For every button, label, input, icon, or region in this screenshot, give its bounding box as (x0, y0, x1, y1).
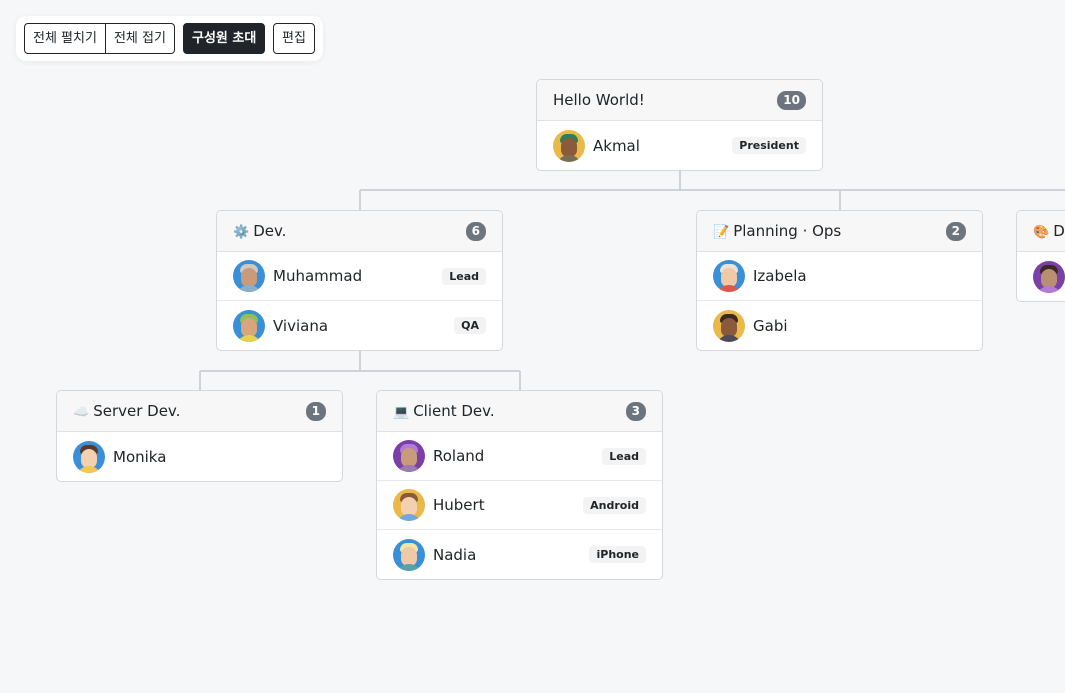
avatar (393, 489, 425, 521)
avatar (73, 440, 105, 473)
member-row[interactable]: Izabela (697, 252, 982, 301)
member-count-badge: 1 (305, 401, 326, 421)
team-header[interactable]: ⚙️Dev. 6 (217, 211, 502, 252)
member-name: Nadia (433, 545, 477, 564)
team-header[interactable]: Hello World! 10 (537, 80, 822, 121)
team-header[interactable]: ☁️Server Dev. 1 (57, 391, 342, 432)
member-name: Viviana (273, 316, 329, 335)
role-badge: Lead (442, 267, 486, 285)
member-count-badge: 6 (465, 221, 486, 241)
team-name: 📝Planning · Ops (713, 222, 842, 240)
laptop-icon: 💻 (393, 405, 410, 420)
member-row[interactable]: Akmal President (537, 121, 822, 170)
team-name: Hello World! (553, 91, 645, 109)
member-name: Monika (113, 447, 167, 466)
avatar (393, 440, 425, 472)
member-row[interactable]: Muhammad Lead (217, 252, 502, 301)
team-name: 🎨De (1033, 222, 1065, 240)
avatar (713, 260, 745, 292)
member-count-badge: 2 (945, 221, 966, 241)
expand-all-button[interactable]: 전체 펼치기 (24, 23, 106, 54)
member-count-badge: 10 (777, 90, 806, 110)
avatar (713, 309, 745, 342)
avatar (1033, 260, 1065, 293)
member-name: Gabi (753, 316, 788, 335)
team-card-server-dev[interactable]: ☁️Server Dev. 1 Monika (56, 390, 343, 482)
member-count-badge: 3 (625, 401, 646, 421)
team-card-planning[interactable]: 📝Planning · Ops 2 Izabela Gabi (696, 210, 983, 351)
avatar (233, 260, 265, 292)
expand-collapse-group: 전체 펼치기 전체 접기 (24, 23, 175, 54)
gear-icon: ⚙️ (233, 225, 250, 240)
team-name: ☁️Server Dev. (73, 402, 181, 420)
member-name: Muhammad (273, 267, 363, 285)
member-name: Roland (433, 447, 485, 465)
role-badge: QA (454, 317, 486, 334)
member-name: Izabela (753, 267, 807, 285)
memo-icon: 📝 (713, 225, 730, 240)
edit-button[interactable]: 편집 (273, 23, 315, 54)
team-name: ⚙️Dev. (233, 222, 287, 240)
member-row[interactable]: Monika (57, 432, 342, 481)
collapse-all-button[interactable]: 전체 접기 (105, 23, 175, 54)
team-card-client-dev[interactable]: 💻Client Dev. 3 Roland Lead Hubert Androi… (376, 390, 663, 580)
member-row[interactable]: Nadia iPhone (377, 530, 662, 579)
role-badge: President (732, 137, 806, 154)
team-header[interactable]: 📝Planning · Ops 2 (697, 211, 982, 252)
member-row[interactable] (1017, 252, 1065, 301)
member-row[interactable]: Roland Lead (377, 432, 662, 481)
team-name: 💻Client Dev. (393, 402, 495, 420)
member-name: Hubert (433, 496, 485, 514)
team-header[interactable]: 💻Client Dev. 3 (377, 391, 662, 432)
team-card-dev[interactable]: ⚙️Dev. 6 Muhammad Lead Viviana QA (216, 210, 503, 351)
member-row[interactable]: Hubert Android (377, 481, 662, 530)
role-badge: iPhone (589, 546, 646, 563)
toolbar: 전체 펼치기 전체 접기 구성원 초대 편집 (16, 16, 323, 61)
team-card-design[interactable]: 🎨De (1016, 210, 1065, 302)
member-row[interactable]: Gabi (697, 301, 982, 350)
team-card-root[interactable]: Hello World! 10 Akmal President (536, 79, 823, 171)
member-row[interactable]: Viviana QA (217, 301, 502, 350)
cloud-icon: ☁️ (73, 405, 90, 420)
avatar (233, 309, 265, 342)
role-badge: Lead (602, 447, 646, 465)
avatar (553, 129, 585, 162)
member-name: Akmal (593, 136, 640, 155)
team-header[interactable]: 🎨De (1017, 211, 1065, 252)
avatar (393, 538, 425, 571)
palette-icon: 🎨 (1033, 225, 1050, 240)
invite-member-button[interactable]: 구성원 초대 (183, 23, 266, 54)
role-badge: Android (583, 496, 646, 514)
